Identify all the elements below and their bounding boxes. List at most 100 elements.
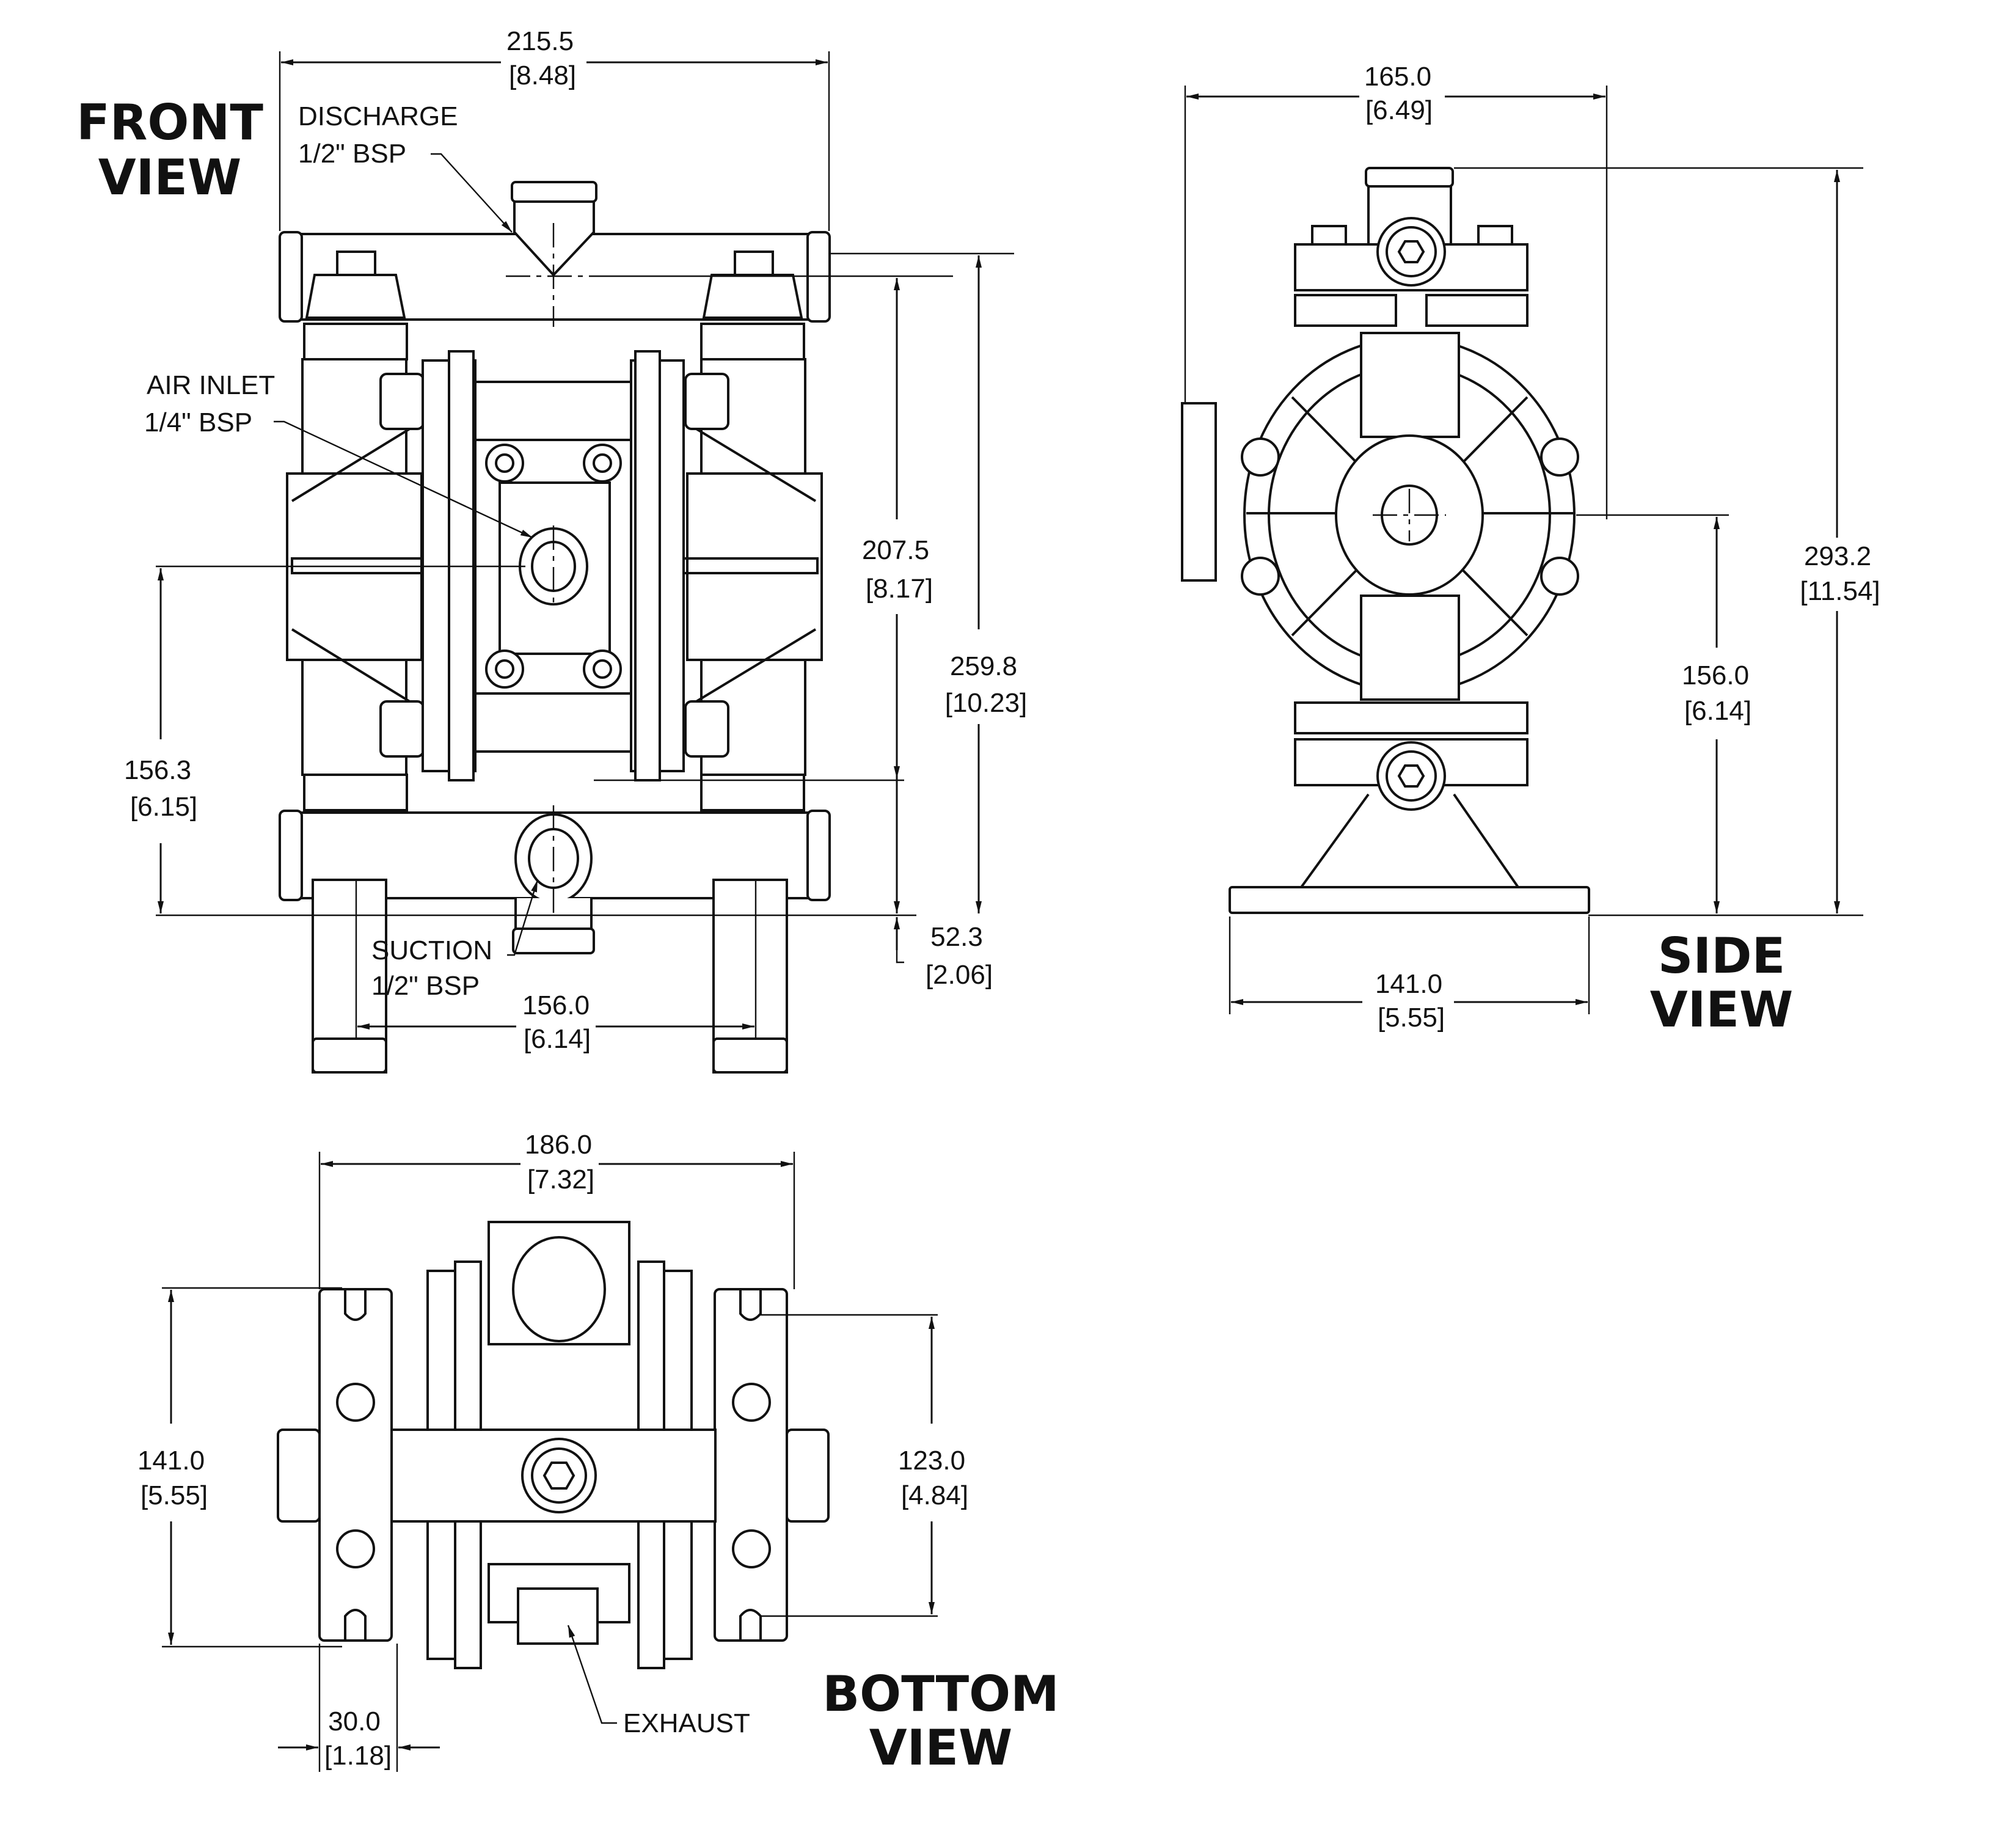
dim-front-suction-height: 52.3 [2.06] bbox=[594, 745, 993, 990]
dim-front-overall-width: 215.5 [8.48] bbox=[279, 26, 830, 231]
dim-bottom-overall-depth-mm: 141.0 bbox=[137, 1446, 205, 1476]
side-chamber-bolt bbox=[1241, 437, 1280, 477]
center-bolt bbox=[485, 444, 524, 483]
bottom-view-pump-outline bbox=[277, 1221, 830, 1669]
center-bolt bbox=[485, 649, 524, 689]
dim-bottom-overall-depth-in: [5.55] bbox=[141, 1480, 208, 1510]
bottom-top-port bbox=[512, 1236, 606, 1342]
chamber-boss-lower-right bbox=[684, 700, 729, 758]
center-block-upper bbox=[474, 381, 632, 441]
side-chamber-bolt bbox=[1540, 437, 1579, 477]
foot-right bbox=[712, 879, 788, 1074]
dim-side-overall-width-in: [6.49] bbox=[1365, 95, 1433, 125]
side-upper-plug-inner bbox=[1386, 226, 1437, 277]
center-bolt bbox=[583, 649, 622, 689]
center-bolt-inner bbox=[593, 659, 612, 679]
dim-bottom-mount-hole-spacing-mm: 123.0 bbox=[898, 1446, 965, 1476]
dim-front-air-inlet-height: 156.3 [6.15] bbox=[124, 565, 916, 916]
dim-front-discharge-height-mm: 207.5 bbox=[862, 535, 929, 565]
dim-bottom-overall-depth: 141.0 [5.55] bbox=[137, 1287, 342, 1648]
dim-side-center-height: 156.0 [6.14] bbox=[1576, 514, 1751, 913]
foot-left bbox=[312, 879, 387, 1074]
side-view-pump-outline bbox=[1181, 167, 1590, 914]
dim-side-overall-width: 165.0 [6.49] bbox=[1184, 62, 1608, 519]
bottom-view-title-line2: VIEW bbox=[869, 1719, 1013, 1776]
callout-suction-line2: 1/2" BSP bbox=[371, 971, 480, 1001]
dim-bottom-mount-hole-spacing-in: [4.84] bbox=[901, 1480, 968, 1510]
manifold-thread-left bbox=[279, 231, 303, 323]
dim-bottom-foot-width-in: [1.18] bbox=[324, 1741, 392, 1771]
dim-bottom-overall-width: 186.0 [7.32] bbox=[318, 1130, 795, 1289]
bottom-foot-bolt bbox=[732, 1383, 771, 1422]
side-view-title-line2: VIEW bbox=[1650, 981, 1794, 1038]
bottom-side-port-right bbox=[786, 1429, 830, 1523]
dim-side-base-width-in: [5.55] bbox=[1378, 1003, 1445, 1033]
dim-bottom-foot-width-mm: 30.0 bbox=[328, 1707, 381, 1736]
side-top-port-thread bbox=[1365, 167, 1454, 188]
bottom-exhaust-port bbox=[517, 1587, 599, 1645]
dim-front-suction-height-in: [2.06] bbox=[926, 960, 993, 990]
callout-air-inlet: AIR INLET 1/4" BSP bbox=[144, 370, 533, 539]
dim-side-center-height-mm: 156.0 bbox=[1682, 660, 1749, 690]
dim-front-overall-width-in: [8.48] bbox=[509, 60, 576, 90]
dim-bottom-overall-width-mm: 186.0 bbox=[525, 1130, 592, 1160]
callout-suction: SUCTION 1/2" BSP bbox=[371, 879, 539, 1001]
side-center-column-bottom bbox=[1360, 595, 1460, 701]
bottom-foot-right bbox=[714, 1288, 788, 1642]
upper-valve-housing-right bbox=[700, 323, 805, 360]
side-upper-flange-left bbox=[1294, 294, 1397, 327]
front-view-title-line1: FRONT bbox=[76, 94, 263, 151]
bottom-view: BOTTOM VIEW bbox=[137, 1130, 1059, 1776]
side-view-title-line1: SIDE bbox=[1658, 927, 1785, 984]
suction-thread-right bbox=[806, 810, 831, 901]
dim-bottom-foot-width: 30.0 [1.18] bbox=[278, 1644, 440, 1772]
bottom-foot-bolt bbox=[732, 1529, 771, 1568]
dim-side-overall-width-mm: 165.0 bbox=[1364, 62, 1431, 92]
callout-exhaust-label: EXHAUST bbox=[623, 1708, 750, 1738]
dim-side-overall-height-mm: 293.2 bbox=[1804, 541, 1871, 571]
dim-front-foot-spacing: 156.0 [6.14] bbox=[355, 880, 757, 1054]
callout-discharge-line2: 1/2" BSP bbox=[298, 139, 406, 169]
bottom-foot-left bbox=[318, 1288, 393, 1642]
dim-front-discharge-height-in: [8.17] bbox=[866, 574, 933, 604]
side-lower-plug-inner bbox=[1386, 750, 1437, 802]
dim-front-foot-spacing-mm: 156.0 bbox=[522, 990, 590, 1020]
side-center-column-top bbox=[1360, 332, 1460, 438]
upper-valve-cap-left bbox=[305, 274, 406, 319]
upper-valve-housing-left bbox=[303, 323, 408, 360]
dim-bottom-mount-hole-spacing: 123.0 [4.84] bbox=[761, 1314, 968, 1617]
chamber-boss-upper-left bbox=[379, 373, 425, 430]
dim-front-air-inlet-height-mm: 156.3 bbox=[124, 755, 191, 785]
dim-front-overall-height: 259.8 [10.23] bbox=[831, 252, 1028, 913]
dim-front-air-inlet-height-in: [6.15] bbox=[130, 792, 197, 822]
dim-side-base-width: 141.0 [5.55] bbox=[1229, 916, 1590, 1033]
dim-front-overall-width-mm: 215.5 bbox=[506, 26, 574, 56]
front-view-title-line2: VIEW bbox=[98, 149, 242, 206]
dim-front-foot-spacing-in: [6.14] bbox=[524, 1024, 591, 1054]
center-block-lower bbox=[474, 692, 632, 753]
side-chamber-bolt bbox=[1540, 557, 1579, 596]
callout-air-inlet-line1: AIR INLET bbox=[147, 370, 275, 400]
side-lower-plug-hex bbox=[1397, 764, 1425, 788]
dim-front-overall-height-in: [10.23] bbox=[945, 688, 1028, 718]
bottom-foot-slots-right bbox=[739, 1289, 762, 1641]
front-view: FRONT VIEW bbox=[76, 26, 1028, 1074]
center-bolt-inner bbox=[495, 659, 514, 679]
side-upper-bolt-left bbox=[1311, 225, 1347, 246]
callout-discharge: DISCHARGE 1/2" BSP bbox=[298, 101, 513, 233]
dim-side-center-height-in: [6.14] bbox=[1684, 696, 1751, 726]
suction-spout-thread bbox=[512, 927, 595, 954]
side-air-valve bbox=[1181, 402, 1217, 582]
foot-pad-left bbox=[312, 1037, 387, 1074]
center-bolt-inner bbox=[593, 453, 612, 473]
upper-bolt-right bbox=[734, 251, 774, 276]
dim-side-base-width-mm: 141.0 bbox=[1375, 969, 1442, 999]
dim-front-overall-height-mm: 259.8 bbox=[950, 651, 1017, 681]
callout-exhaust: EXHAUST bbox=[567, 1625, 750, 1738]
lower-valve-housing-left bbox=[303, 774, 408, 811]
dim-side-overall-height-in: [11.54] bbox=[1800, 576, 1880, 606]
dim-bottom-overall-width-in: [7.32] bbox=[527, 1165, 594, 1195]
bottom-foot-slots-left bbox=[344, 1289, 367, 1641]
bottom-side-port-left bbox=[277, 1429, 321, 1523]
